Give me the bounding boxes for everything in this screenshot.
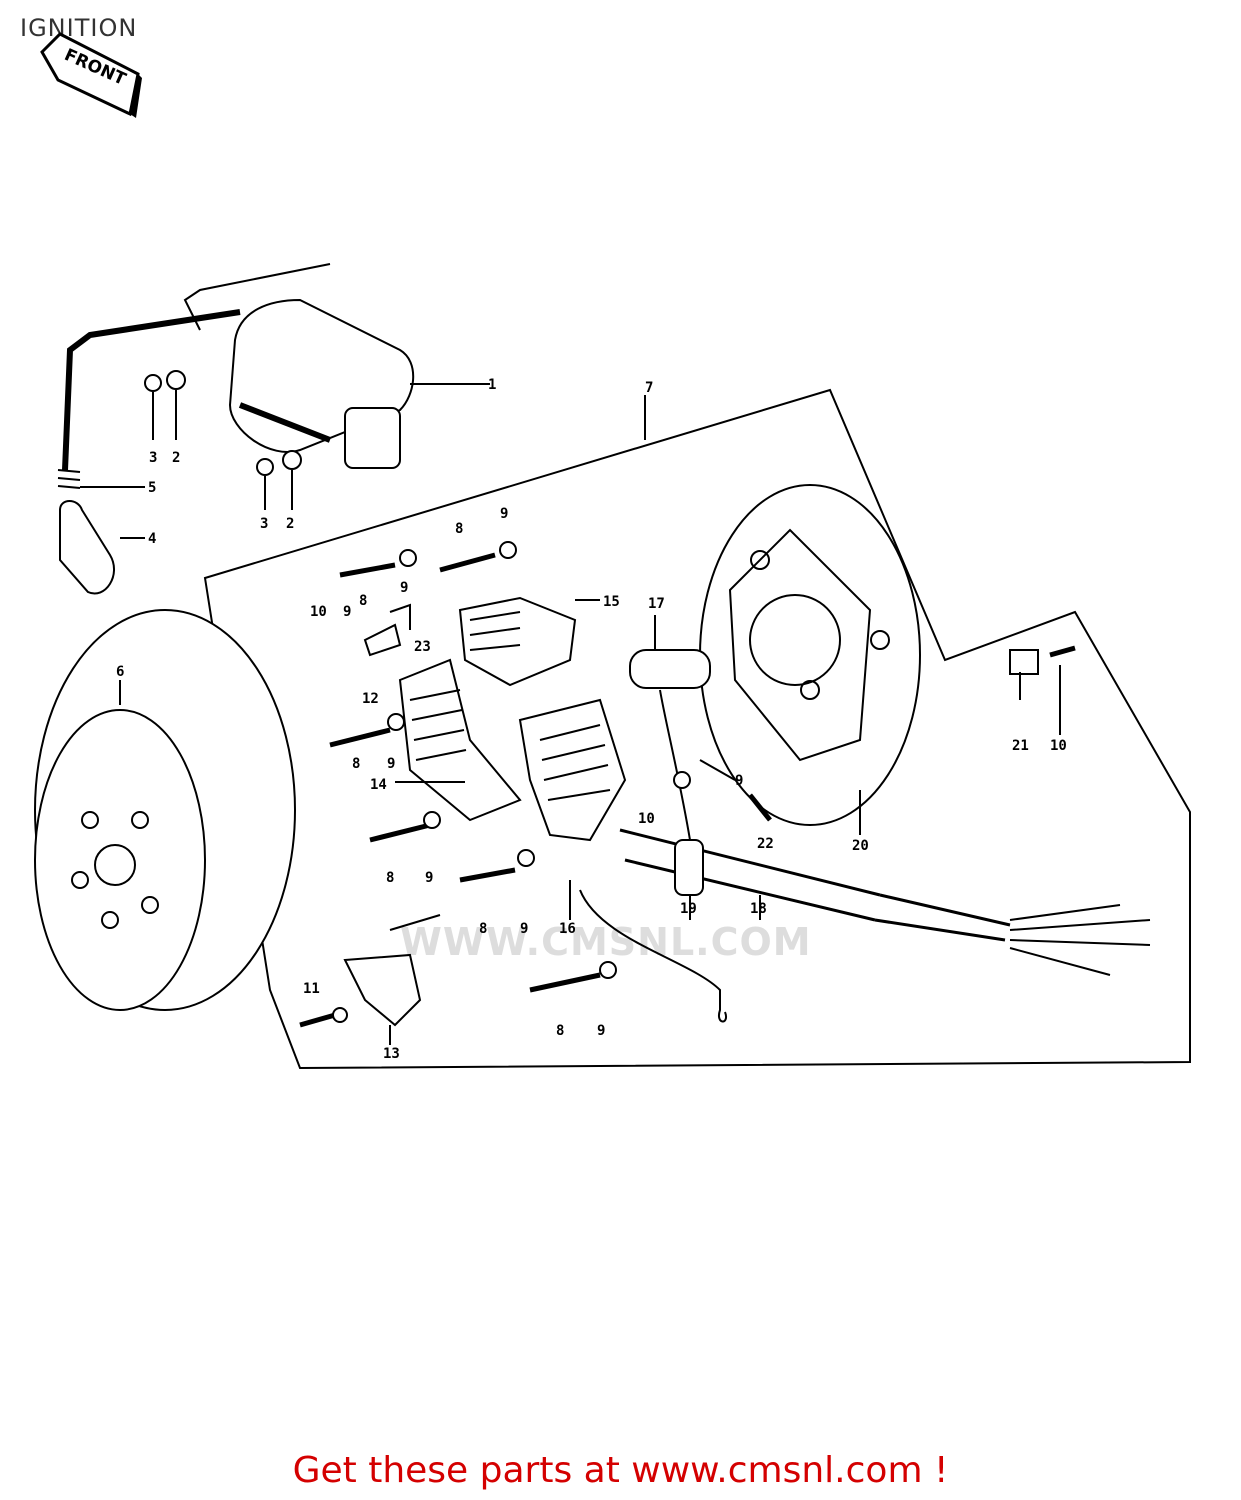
- callout-9: 9: [425, 870, 433, 886]
- callout-8: 8: [455, 521, 463, 537]
- callout-10: 10: [310, 604, 327, 620]
- callout-22: 22: [757, 836, 774, 852]
- contact-breaker: [343, 914, 441, 1045]
- callout-19: 19: [680, 901, 697, 917]
- callout-10: 10: [1050, 738, 1067, 754]
- callout-15: 15: [603, 594, 620, 610]
- spark-plug-cap: [57, 469, 145, 595]
- callout-21: 21: [1012, 738, 1029, 754]
- callout-5: 5: [148, 480, 156, 496]
- callout-4: 4: [148, 531, 156, 547]
- callout-8: 8: [556, 1023, 564, 1039]
- callout-23: 23: [414, 639, 431, 655]
- watermark: WWW.CMSNL.COM: [400, 920, 812, 964]
- callout-13: 13: [383, 1046, 400, 1062]
- callout-8: 8: [352, 756, 360, 772]
- ignition-coil: [183, 263, 490, 469]
- callout-2: 2: [172, 450, 180, 466]
- lighting-coil: [518, 698, 627, 920]
- callout-9: 9: [500, 506, 508, 522]
- callout-14: 14: [370, 777, 387, 793]
- callout-9: 9: [520, 921, 528, 937]
- stator-assembly-outline: [203, 388, 1191, 1070]
- callout-11: 11: [303, 981, 320, 997]
- callout-3: 3: [149, 450, 157, 466]
- callout-10: 10: [638, 811, 655, 827]
- high-tension-lead: [62, 309, 241, 471]
- callout-18: 18: [750, 901, 767, 917]
- callout-3: 3: [260, 516, 268, 532]
- callout-8: 8: [386, 870, 394, 886]
- charging-coil: [395, 658, 522, 822]
- callout-9: 9: [597, 1023, 605, 1039]
- callout-20: 20: [852, 838, 869, 854]
- callout-9: 9: [387, 756, 395, 772]
- stator-plate: [699, 484, 921, 835]
- callout-8: 8: [359, 593, 367, 609]
- callout-8: 8: [479, 921, 487, 937]
- screws-and-nuts: [299, 541, 1076, 1028]
- callout-9: 9: [343, 604, 351, 620]
- page-title: IGNITION: [20, 14, 138, 42]
- callout-9: 9: [400, 580, 408, 596]
- front-arrow-icon: FRONT: [40, 32, 142, 118]
- callout-17: 17: [648, 596, 665, 612]
- flywheel-rotor: [34, 609, 296, 1011]
- callout-6: 6: [116, 664, 124, 680]
- callout-1: 1: [488, 377, 496, 393]
- callout-12: 12: [362, 691, 379, 707]
- callout-2: 2: [286, 516, 294, 532]
- shop-link[interactable]: Get these parts at www.cmsnl.com !: [292, 1450, 949, 1491]
- wire-harness: [619, 828, 1151, 976]
- callout-7: 7: [645, 380, 653, 396]
- callout-9: 9: [735, 773, 743, 789]
- callout-16: 16: [559, 921, 576, 937]
- ignition-source-coil: [458, 596, 600, 687]
- condenser: [629, 615, 711, 841]
